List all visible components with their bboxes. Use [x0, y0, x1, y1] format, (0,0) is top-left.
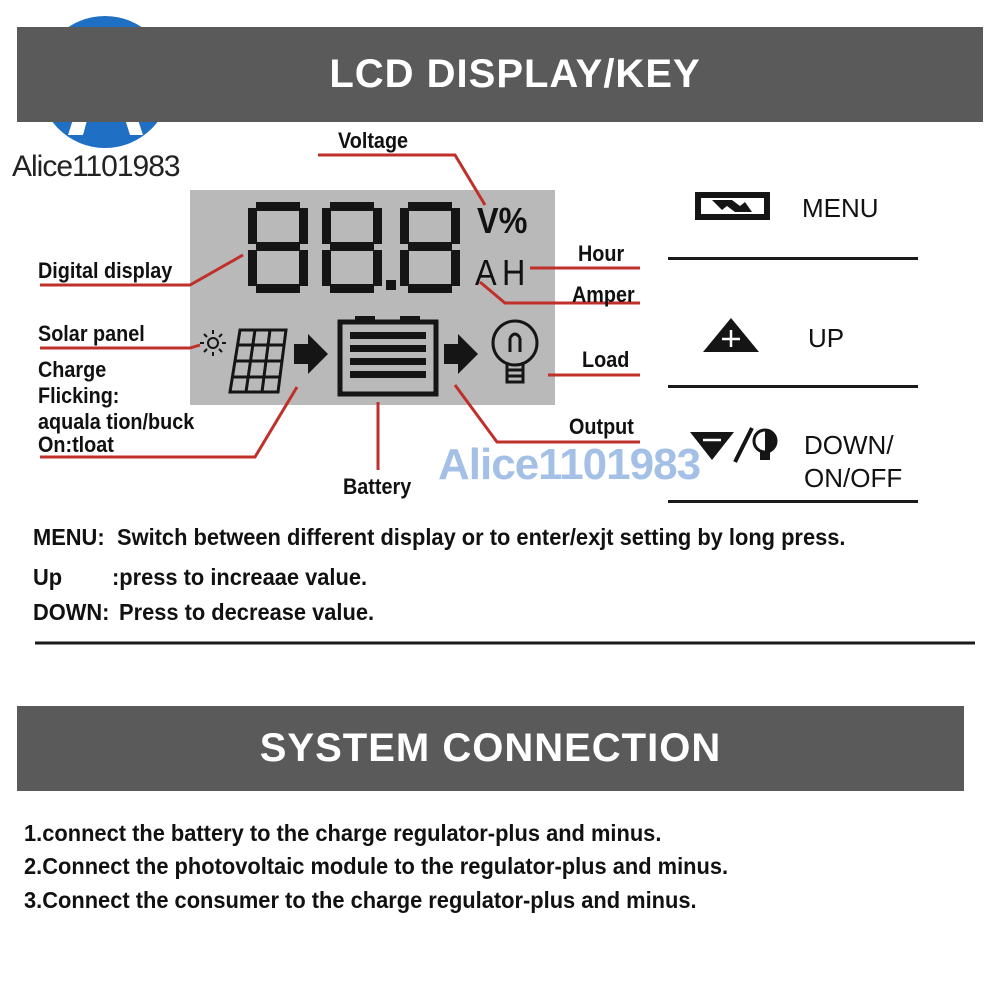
system-section-title: SYSTEM CONNECTION [17, 706, 964, 791]
step-item: 3.Connect the consumer to the charge reg… [24, 887, 697, 913]
label-flicking: Flicking: [38, 383, 120, 408]
desc-down-key: DOWN: [33, 599, 110, 625]
lcd-section-title: LCD DISPLAY/KEY [17, 27, 983, 122]
down-key-icon [690, 427, 778, 463]
label-on-tloat: On:tloat [38, 432, 114, 457]
label-solar-panel: Solar panel [38, 321, 145, 346]
menu-key-icon [695, 192, 770, 220]
key-divider [668, 500, 918, 503]
watermark-overlay-text: Alice1101983 [438, 440, 701, 489]
down-key-label-line2: ON/OFF [804, 463, 903, 493]
desc-up-text: :press to increaae value. [112, 564, 368, 590]
label-voltage: Voltage [338, 128, 409, 153]
up-key-icon [703, 318, 759, 352]
units-v-percent: V% [477, 200, 528, 241]
key-divider [668, 257, 918, 260]
label-load: Load [582, 347, 630, 372]
key-divider [668, 385, 918, 388]
label-digital-display: Digital display [38, 258, 173, 283]
label-output: Output [569, 414, 634, 439]
desc-menu-text: Switch between different display or to e… [117, 524, 846, 550]
label-hour: Hour [578, 241, 625, 266]
label-amper: Amper [572, 282, 635, 307]
label-charge: Charge [38, 357, 107, 382]
step-item: 2.Connect the photovoltaic module to the… [24, 853, 729, 879]
down-key-label-line1: DOWN/ [804, 430, 894, 460]
units-ah: AH [475, 252, 531, 293]
desc-menu-key: MENU: [33, 524, 105, 550]
watermark-logo-text: Alice1101983 [12, 150, 181, 183]
step-item: 1.connect the battery to the charge regu… [24, 820, 662, 846]
desc-down-text: Press to decrease value. [119, 599, 375, 625]
menu-key-label: MENU [802, 193, 879, 223]
label-aquala: aquala tion/buck [38, 409, 195, 434]
desc-up-key: Up [33, 564, 63, 590]
up-key-label: UP [808, 323, 845, 353]
label-battery: Battery [343, 474, 412, 499]
